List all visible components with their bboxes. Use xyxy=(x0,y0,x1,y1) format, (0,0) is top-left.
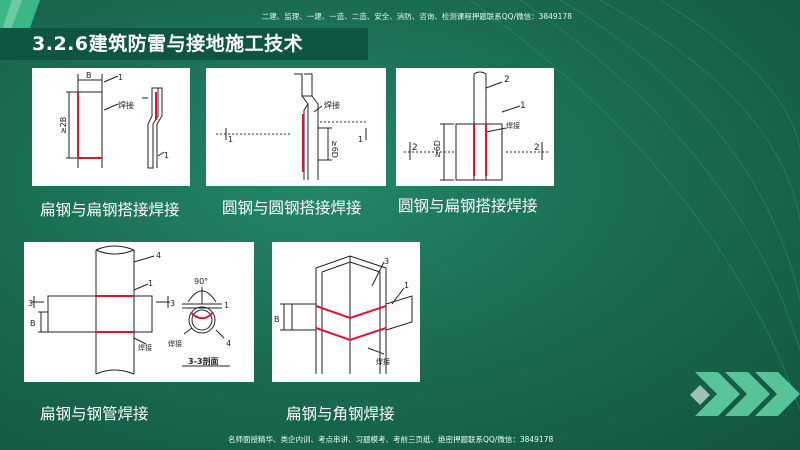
caption-round-round-weld: 圆钢与圆钢搭接焊接 xyxy=(222,199,362,217)
fig3-section-left: 2 xyxy=(412,143,418,153)
fig2-section-left: 1 xyxy=(228,135,233,144)
slide-title: 3.2.6建筑防雷与接地施工技术 xyxy=(32,33,304,55)
caption-round-flat-weld: 圆钢与扁钢搭接焊接 xyxy=(398,197,538,215)
caption-flat-flat-weld: 扁钢与扁钢搭接焊接 xyxy=(40,201,180,219)
fig4-part-label: 1 xyxy=(148,279,153,288)
fig4-sec-weld: 焊接 xyxy=(168,339,182,348)
fig2-length-label: ≥6D xyxy=(330,140,339,158)
fig5-weld-label: 焊接 xyxy=(376,357,390,366)
fig2-weld-label: 焊接 xyxy=(324,100,340,110)
fig4-angle-label: 90° xyxy=(194,277,208,286)
fig4-section-right: 3 xyxy=(170,299,175,308)
fig4-weld-label: 焊接 xyxy=(138,343,152,352)
fig3-length-label: ≥6D xyxy=(433,140,442,158)
fig1-length-label: ≥2B xyxy=(59,117,68,134)
fig4-section-left: 3 xyxy=(28,299,33,308)
fig3-top-label: 2 xyxy=(504,75,510,85)
fig3-part-label: 1 xyxy=(520,101,526,111)
fig3-weld-label: 焊接 xyxy=(506,121,520,130)
caption-flat-pipe-weld: 扁钢与钢管焊接 xyxy=(40,405,149,423)
figure-flat-angle-weld: 3 1 B 焊接 xyxy=(272,242,420,382)
fig4-sec-part: 1 xyxy=(224,301,229,310)
fig4-sec-pipe: 4 xyxy=(226,339,231,348)
fig2-section-right: 1 xyxy=(358,135,363,144)
fig4-pipe-label: 4 xyxy=(156,251,161,260)
fig1-part-label: 1 xyxy=(118,73,123,82)
fig1-weld-label: 焊接 xyxy=(118,100,134,110)
title-bar xyxy=(0,28,368,60)
figure-flat-pipe-weld: 4 1 3 3 B 焊接 90° 1 4 焊接 3-3剖面 xyxy=(24,242,254,382)
fig5-angle-label: 3 xyxy=(384,257,389,266)
caption-flat-angle-weld: 扁钢与角钢焊接 xyxy=(286,405,395,423)
figure-flat-flat-weld: B 1 焊接 ≥2B 1 xyxy=(32,68,190,186)
fig1-part-label-2: 1 xyxy=(164,151,169,160)
fig5-flat-label: 1 xyxy=(404,281,409,290)
fig4-section-title: 3-3剖面 xyxy=(188,356,218,366)
fig5-width-label: B xyxy=(274,315,280,324)
fig3-section-right: 2 xyxy=(534,143,540,153)
figure-round-round-weld: 1 1 焊接 ≥6D xyxy=(206,68,386,186)
fig1-width-label: B xyxy=(86,71,92,80)
fig4-width-label: B xyxy=(30,319,36,328)
watermark-bottom: 名师面授精华、类企内训、考点串讲、习题模考、考前三页纸、绝密押题联系QQ/微信：… xyxy=(228,435,554,444)
watermark-top: 二建、监理、一建、一造、二造、安全、消防、咨询、检测课程押题联系QQ/微信：38… xyxy=(261,12,572,21)
figure-round-flat-weld: 2 1 焊接 2 2 ≥6D xyxy=(396,68,554,186)
